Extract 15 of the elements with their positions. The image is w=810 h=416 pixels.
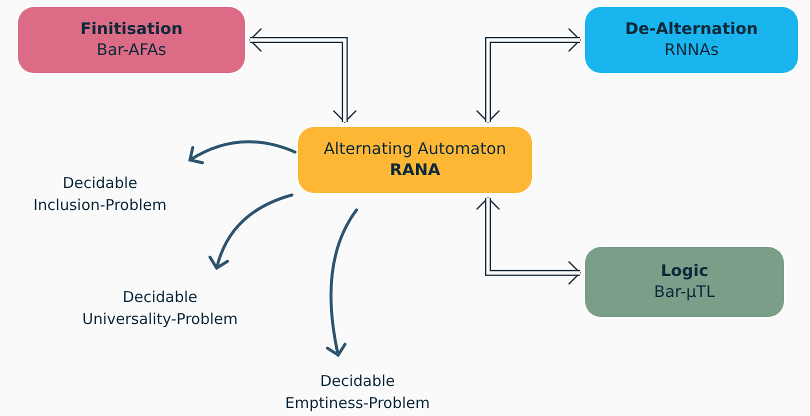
box-subtitle: Bar-AFAs: [96, 40, 166, 61]
box-title: Finitisation: [80, 19, 183, 40]
box-title: Logic: [660, 261, 708, 282]
rounded-box: [298, 127, 532, 193]
box-subtitle: RNNAs: [664, 40, 719, 61]
result-text: Decidable Inclusion-Problem: [32, 173, 168, 216]
rounded-box: [585, 7, 798, 73]
rounded-box: [585, 247, 784, 317]
box-subtitle: Bar-μTL: [654, 282, 715, 303]
box-subtitle: Alternating Automaton: [324, 139, 506, 160]
rounded-box: [18, 7, 245, 73]
result-text: Decidable Emptiness-Problem: [284, 370, 431, 414]
result-text: Decidable Universality-Problem: [81, 287, 239, 330]
box-title: RANA: [390, 160, 440, 181]
box-title: De-Alternation: [625, 19, 758, 40]
